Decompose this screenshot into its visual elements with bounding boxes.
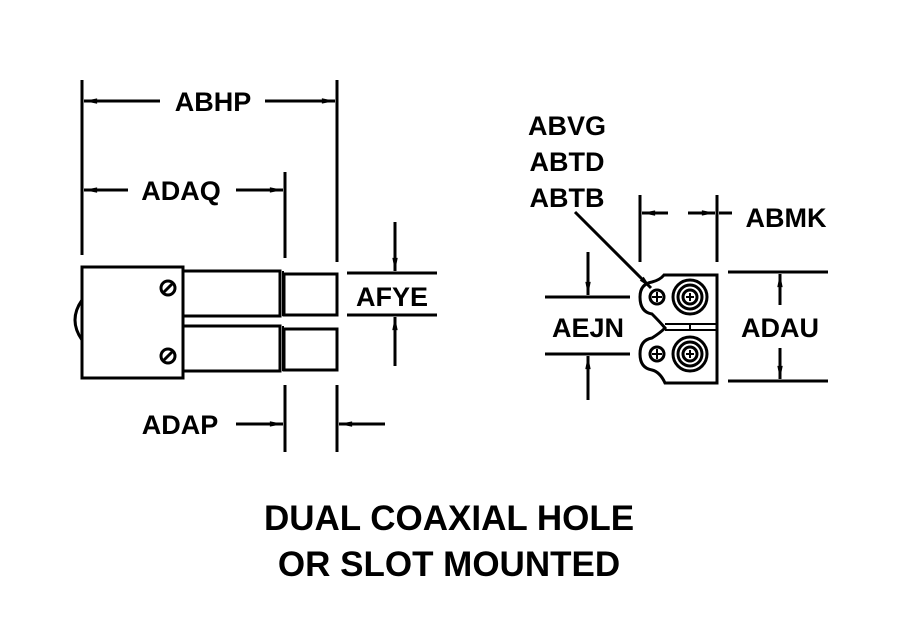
title-line-2: OR SLOT MOUNTED [278, 545, 620, 584]
label-abmk: ABMK [746, 203, 827, 233]
lower-tip [282, 327, 339, 372]
mounting-screw-icon [648, 345, 666, 363]
label-adap: ADAP [142, 410, 219, 440]
mounting-screw-icon [648, 288, 666, 306]
coax-connector-icon [671, 278, 709, 316]
upper-tip [282, 272, 339, 317]
leader-arrow [573, 210, 653, 290]
label-aejn: AEJN [552, 313, 624, 343]
screw-icon [159, 279, 177, 297]
lower-sleeve [181, 324, 282, 373]
side-bump [73, 299, 84, 341]
label-abtd: ABTD [530, 147, 605, 177]
connector-body [80, 265, 185, 380]
label-adaq: ADAQ [141, 176, 221, 206]
coax-connector-icon [671, 335, 709, 373]
label-afye: AFYE [356, 282, 428, 312]
screw-icon [159, 347, 177, 365]
front-view [638, 273, 719, 385]
side-view [73, 265, 339, 380]
upper-sleeve [181, 269, 282, 318]
extension-lines [80, 80, 339, 452]
label-abhp: ABHP [175, 87, 252, 117]
title-line-1: DUAL COAXIAL HOLE [264, 499, 634, 538]
label-abvg: ABVG [528, 111, 606, 141]
label-adau: ADAU [741, 313, 819, 343]
label-abtb: ABTB [530, 183, 605, 213]
